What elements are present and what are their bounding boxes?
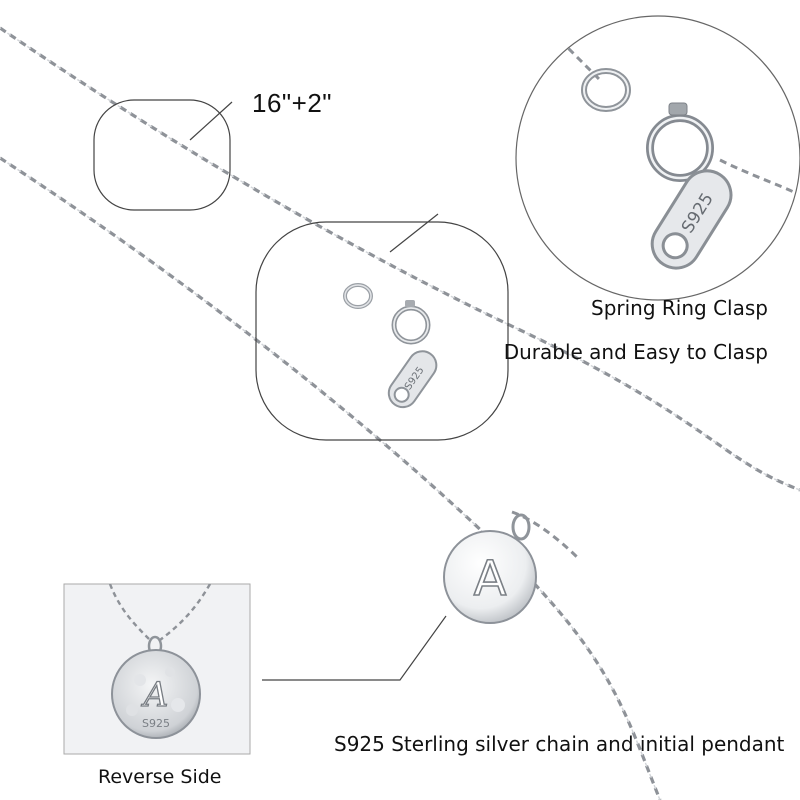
spring-ring-clasp-small: S925 xyxy=(343,283,438,409)
reverse-letter: A xyxy=(141,675,169,715)
length-callout xyxy=(93,99,233,211)
reverse-side-label: Reverse Side xyxy=(98,766,222,788)
chain-strand-inner xyxy=(0,156,662,800)
material-label: S925 Sterling silver chain and initial p… xyxy=(334,732,785,756)
pendant-letter: A xyxy=(474,551,507,607)
clasp-type-label: Spring Ring Clasp xyxy=(591,296,768,320)
reverse-stamp: S925 xyxy=(142,717,170,730)
clasp-zoom-circle: S925 xyxy=(515,15,800,301)
reverse-side-thumbnail: A S925 xyxy=(63,583,251,755)
clasp-description-label: Durable and Easy to Clasp xyxy=(503,340,768,364)
length-label: 16"+2" xyxy=(252,88,333,118)
initial-pendant: A xyxy=(262,513,537,681)
clasp-callout-box xyxy=(255,213,509,441)
chain-strand-outer xyxy=(0,26,800,492)
